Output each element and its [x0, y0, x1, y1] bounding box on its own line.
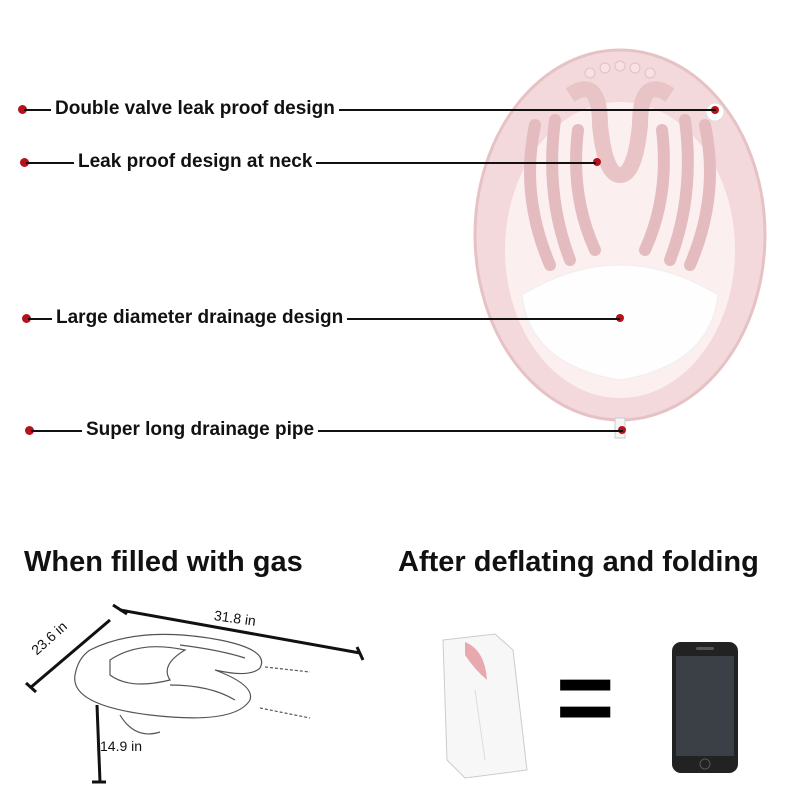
callout-dot [25, 426, 34, 435]
equals-sign: = [556, 642, 615, 754]
shampoo-basin-illustration [473, 48, 767, 439]
inflated-heading: When filled with gas [24, 546, 303, 578]
folded-heading: After deflating and folding [398, 546, 759, 578]
callout-label: Super long drainage pipe [82, 420, 319, 440]
callout-label: Leak proof design at neck [74, 152, 317, 172]
callout-line [31, 430, 623, 432]
callout-label: Large diameter drainage design [52, 308, 348, 328]
callout-double-valve: Double valve leak proof design [0, 99, 800, 119]
callout-dot [18, 105, 27, 114]
callout-line [24, 109, 716, 111]
smartphone-image [672, 642, 738, 773]
callout-pipe: Super long drainage pipe [0, 420, 800, 440]
inflated-basin-drawing [24, 603, 365, 784]
callout-neck: Leak proof design at neck [0, 152, 800, 172]
callout-drainage: Large diameter drainage design [0, 308, 800, 328]
callout-dot [20, 158, 29, 167]
callout-label: Double valve leak proof design [51, 99, 339, 119]
callout-dot [22, 314, 31, 323]
folded-bag-image [442, 633, 528, 779]
dimension-height: 14.9 in [100, 738, 143, 754]
